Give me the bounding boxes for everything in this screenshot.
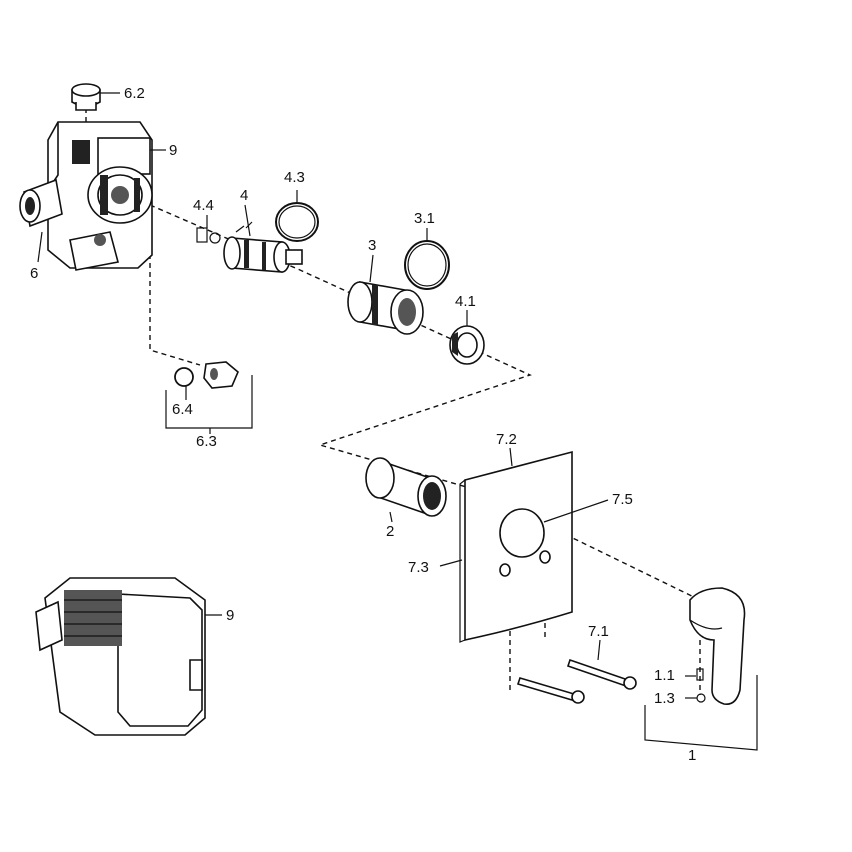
label-7-2: 7.2 — [496, 431, 517, 448]
label-7-1: 7.1 — [588, 623, 609, 640]
label-6-3: 6.3 — [196, 433, 217, 450]
label-1-1: 1.1 — [654, 667, 675, 684]
label-6-4: 6.4 — [172, 401, 193, 418]
label-9-bottom: 9 — [226, 607, 234, 624]
oring-4-3 — [275, 202, 319, 242]
clip-4-4 — [196, 227, 221, 244]
cover-plate-7-2 — [459, 450, 573, 643]
label-3: 3 — [368, 237, 376, 254]
label-2: 2 — [386, 523, 394, 540]
screws-7-1 — [516, 658, 637, 704]
cap-6-2 — [71, 83, 101, 111]
oring-3-1 — [404, 240, 450, 290]
sleeve-3 — [347, 281, 424, 335]
valve-body — [19, 121, 153, 271]
label-4-4: 4.4 — [193, 197, 214, 214]
label-7-5: 7.5 — [612, 491, 633, 508]
cartridge-4 — [223, 221, 303, 273]
box-9-bottom — [35, 577, 206, 736]
label-4-1: 4.1 — [455, 293, 476, 310]
part-labels: 6.2 9 6 4.3 4.4 4 3.1 3 4.1 6.4 6.3 7.2 … — [30, 85, 696, 764]
label-1: 1 — [688, 747, 696, 764]
label-4: 4 — [240, 187, 248, 204]
label-6-2: 6.2 — [124, 85, 145, 102]
handle-1 — [644, 587, 758, 751]
nut-4-1 — [449, 325, 485, 365]
label-9-top: 9 — [169, 142, 177, 159]
label-7-3: 7.3 — [408, 559, 429, 576]
label-1-3: 1.3 — [654, 690, 675, 707]
plug-assembly-6-3 — [165, 361, 253, 429]
label-4-3: 4.3 — [284, 169, 305, 186]
leader-lines — [37, 92, 697, 699]
label-3-1: 3.1 — [414, 210, 435, 227]
sleeve-2 — [365, 457, 447, 517]
label-6: 6 — [30, 265, 38, 282]
